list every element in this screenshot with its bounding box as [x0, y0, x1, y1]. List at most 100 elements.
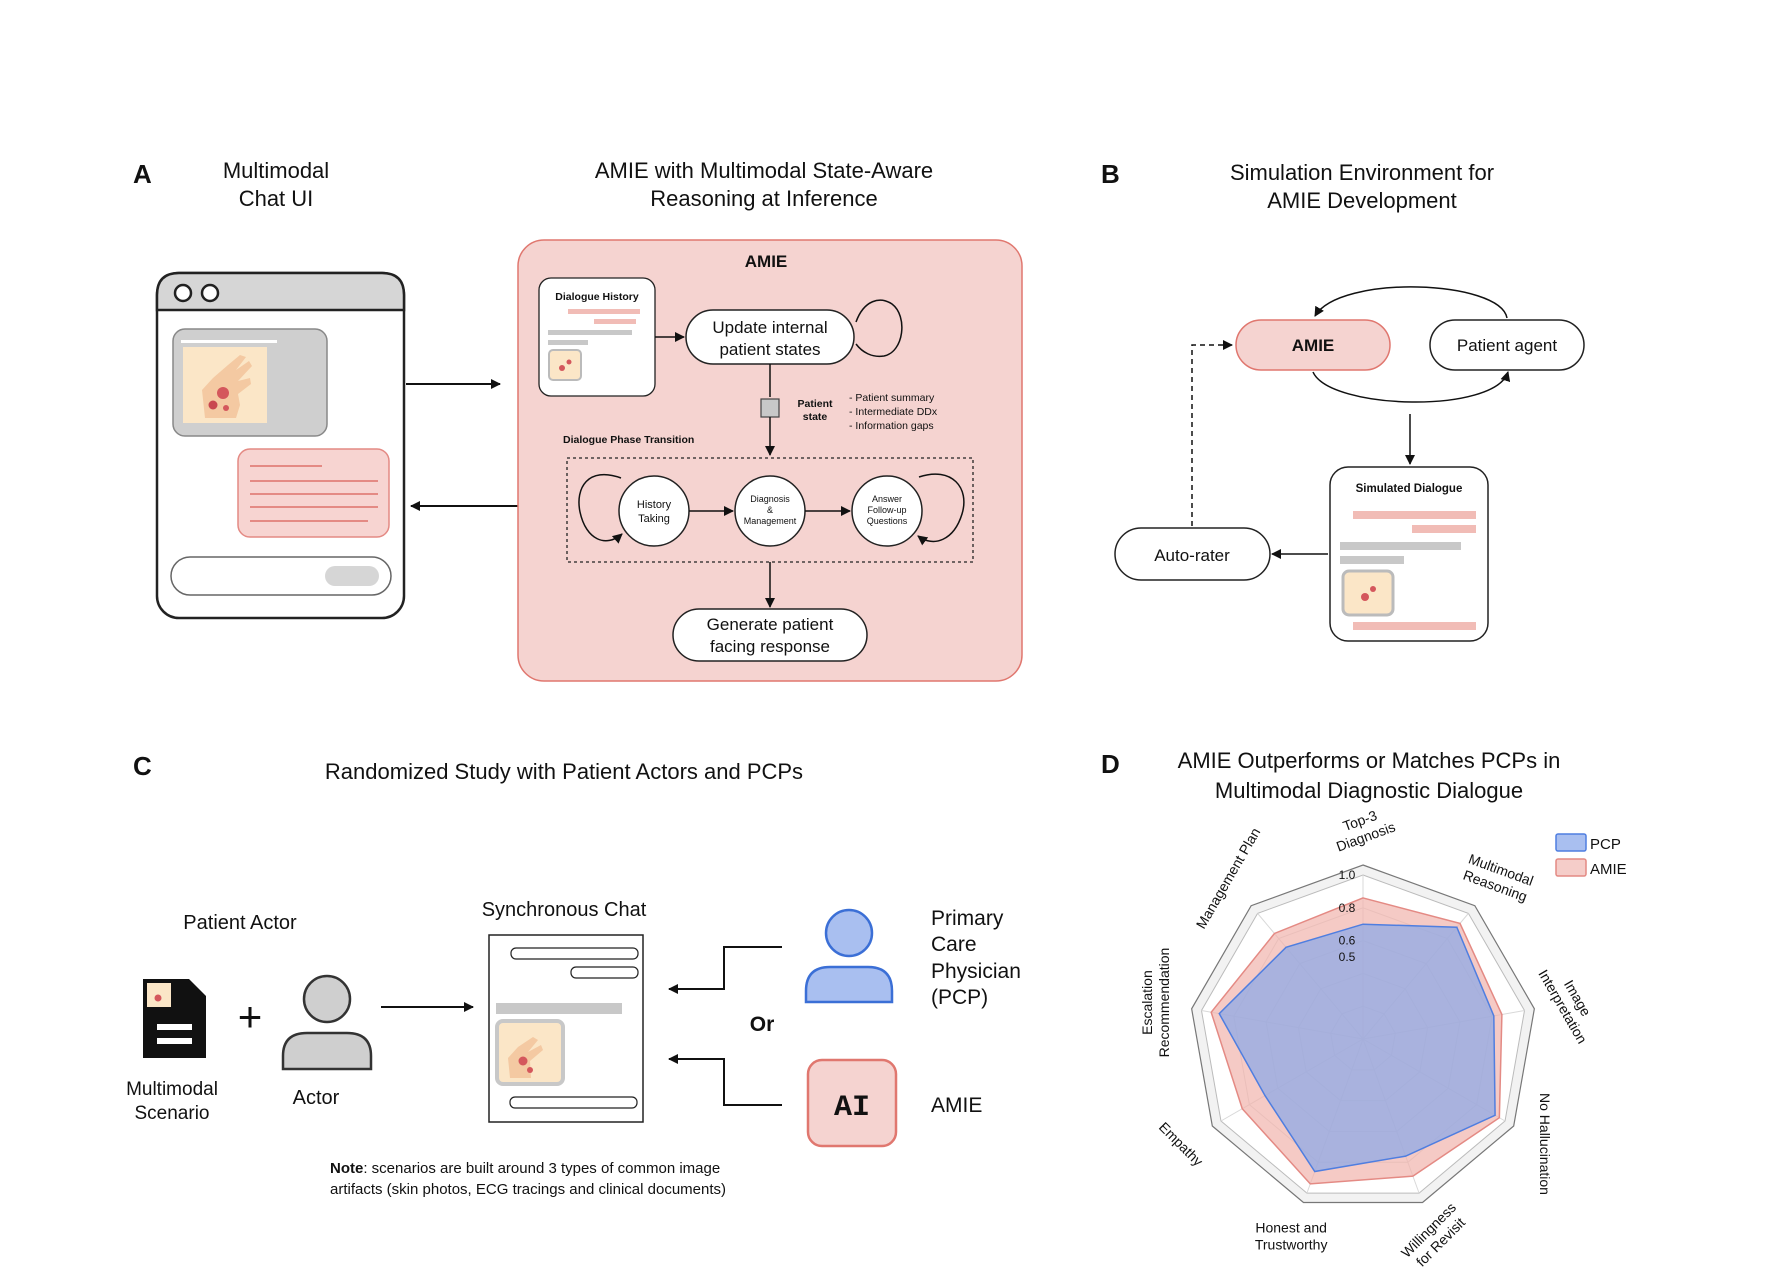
update-line-1: Update internal [712, 318, 827, 337]
note-line-2: artifacts (skin photos, ECG tracings and… [330, 1181, 726, 1198]
patient-agent-node [1429, 319, 1585, 371]
agent-to-amie-arrow [1314, 286, 1508, 319]
chat-ui-title-2: Chat UI [239, 186, 314, 211]
patient-agent-label: Patient agent [1457, 336, 1557, 355]
pcp-line-3: Physician [931, 960, 1021, 983]
scenario-line-2: Scenario [135, 1103, 210, 1124]
pcp-line-1: Primary [931, 907, 1004, 930]
legend-pcp-swatch [1555, 833, 1587, 852]
ai-badge-text: AI [834, 1091, 870, 1125]
phase-transition-box [566, 457, 974, 563]
radar-tick-label: 1.0 [1339, 868, 1356, 882]
window-dot-icon [200, 283, 220, 303]
generate-line-1: Generate patient [707, 615, 834, 634]
legend-amie-swatch [1555, 858, 1587, 877]
sim-amie-label: AMIE [1292, 336, 1335, 355]
answer-line-2: Follow-up [867, 505, 906, 515]
radar-axis-label-line: Trustworthy [1255, 1236, 1328, 1252]
legend-pcp-label: PCP [1590, 836, 1621, 853]
amie-box-label: AMIE [745, 252, 788, 271]
radar-chart: 1.0 0.8 0.6 0.5 Top-3DiagnosisMultimodalReas… [1139, 803, 1605, 1272]
state-item-1: - Patient summary [849, 392, 935, 404]
panel-a-letter: A [133, 159, 152, 189]
actor-label: Actor [293, 1087, 340, 1109]
scenario-line-1: Multimodal [126, 1079, 218, 1100]
phase-answer-followup [851, 475, 923, 547]
amie-inference-title-2: Reasoning at Inference [650, 186, 878, 211]
radar-axis-label: MultimodalReasoning [1461, 851, 1536, 905]
sync-chat-window [488, 934, 644, 1123]
pcp-person-icon [804, 908, 894, 1004]
note-bold: Note [330, 1160, 363, 1177]
ai-badge [806, 1058, 898, 1148]
patient-state-label-1: Patient [797, 398, 833, 410]
panel-c-title: Randomized Study with Patient Actors and… [325, 759, 803, 784]
generate-line-2: facing response [710, 637, 830, 656]
sync-chat-label: Synchronous Chat [482, 899, 647, 921]
update-line-2: patient states [719, 340, 820, 359]
chat-ui-window [155, 271, 406, 620]
radar-axis-label-line: Empathy [1156, 1119, 1206, 1169]
or-label: Or [750, 1013, 775, 1036]
radar-axis-label: No Hallucination [1537, 1093, 1553, 1195]
patient-state-node [760, 398, 780, 418]
radar-axis-label: Top-3Diagnosis [1328, 803, 1397, 855]
diag-line-1: Diagnosis [750, 494, 790, 504]
generate-response-node [672, 608, 868, 662]
note-line-1: Note: scenarios are built around 3 types… [330, 1160, 720, 1177]
scenario-document-icon [143, 979, 206, 1058]
radar-axis-label-line: Honest and [1255, 1219, 1327, 1235]
panel-d-letter: D [1101, 749, 1120, 779]
simulated-dialogue-label: Simulated Dialogue [1356, 483, 1463, 495]
dialogue-history-card: Dialogue History [538, 277, 656, 397]
radar-axis-label: ImageInterpretation [1535, 958, 1605, 1046]
radar-tick-label: 0.5 [1339, 950, 1356, 964]
radar-tick-label: 0.6 [1339, 934, 1356, 948]
update-self-loop [855, 299, 903, 358]
actor-person-icon [281, 974, 373, 1071]
amie-ai-label: AMIE [931, 1094, 982, 1117]
radar-axis-label: Willingnessfor Revisit [1398, 1199, 1471, 1272]
chat-ui-title-1: Multimodal [223, 158, 329, 183]
panel-d-title-1: AMIE Outperforms or Matches PCPs in [1178, 748, 1561, 773]
send-button[interactable] [325, 566, 379, 586]
hand-image-icon [1341, 569, 1395, 617]
diag-line-2: & [767, 505, 773, 515]
patient-state-label-2: state [803, 411, 828, 423]
note-text: : scenarios are built around 3 types of … [363, 1160, 720, 1177]
sim-amie-node [1235, 319, 1391, 371]
radar-axis-label-line: Recommendation [1156, 948, 1172, 1058]
auto-rater-node [1114, 527, 1271, 581]
window-dot-icon [173, 283, 193, 303]
rater-feedback-arrow [1191, 340, 1233, 526]
panel-b-title-2: AMIE Development [1267, 188, 1457, 213]
plus-sign: + [238, 993, 263, 1040]
radar-axis-label-line: Escalation [1139, 970, 1155, 1035]
radar-tick-label: 0.8 [1339, 901, 1356, 915]
legend-amie-label: AMIE [1590, 861, 1627, 878]
panel-d-title-2: Multimodal Diagnostic Dialogue [1215, 778, 1523, 803]
hand-image-icon [548, 349, 582, 381]
radar-axis-label: Empathy [1156, 1119, 1206, 1169]
simulated-dialogue-card: Simulated Dialogue [1329, 466, 1489, 642]
patient-actor-label: Patient Actor [183, 912, 297, 934]
auto-rater-label: Auto-rater [1154, 546, 1230, 565]
answer-line-3: Questions [867, 516, 908, 526]
phase-history-taking [618, 475, 690, 547]
radar-axis-label: EscalationRecommendation [1139, 948, 1172, 1058]
amie-inference-title-1: AMIE with Multimodal State-Aware [595, 158, 933, 183]
state-item-2: - Intermediate DDx [849, 406, 938, 418]
panel-c-letter: C [133, 751, 152, 781]
amie-to-agent-arrow [1312, 371, 1511, 403]
dialogue-history-label: Dialogue History [555, 291, 639, 303]
panel-b-letter: B [1101, 159, 1120, 189]
answer-line-1: Answer [872, 494, 902, 504]
state-item-3: - Information gaps [849, 420, 934, 432]
phase-transition-label: Dialogue Phase Transition [563, 434, 694, 446]
history-line-1: History [637, 499, 672, 511]
radar-series-pcp [1218, 923, 1496, 1173]
pcp-line-2: Care [931, 933, 977, 956]
panel-b-title-1: Simulation Environment for [1230, 160, 1494, 185]
